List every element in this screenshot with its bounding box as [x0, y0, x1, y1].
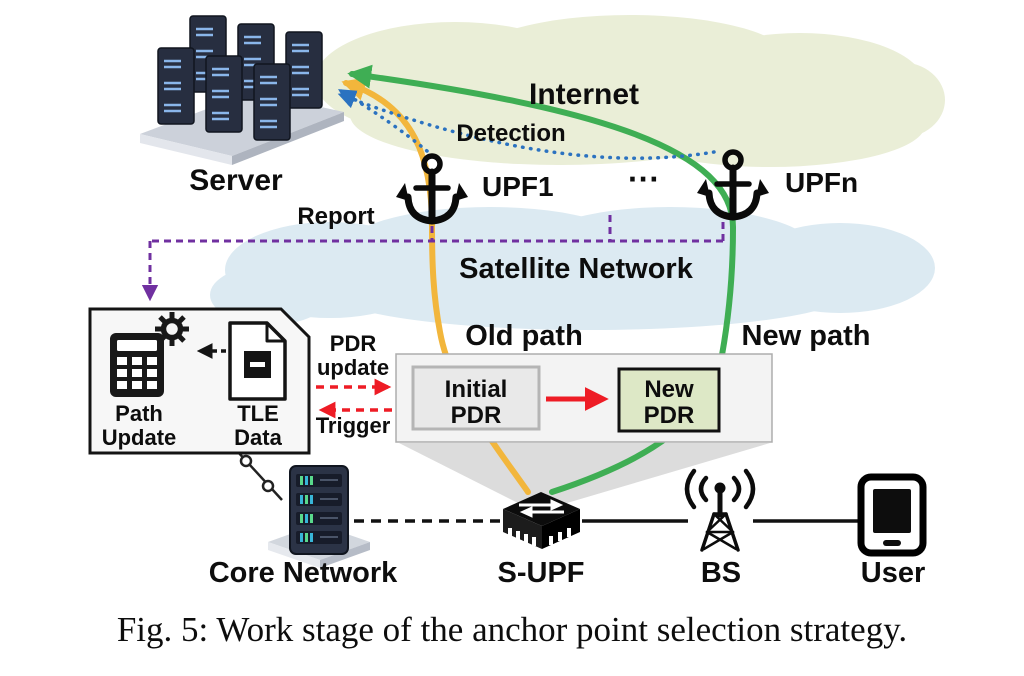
- pdr-update-label-line1: PDR: [330, 331, 377, 356]
- tle-data-label-line2: Data: [234, 425, 282, 450]
- pdr-update-label-line2: update: [317, 355, 389, 380]
- upf-ellipsis-label: ···: [628, 161, 660, 197]
- tle-document-icon: [228, 321, 287, 401]
- new-pdr-line2: PDR: [644, 402, 695, 429]
- funnel-shape: [399, 443, 770, 503]
- initial-pdr-line1: Initial: [445, 376, 508, 403]
- report-lines: [141, 215, 725, 302]
- bs-icon: [684, 468, 756, 552]
- satellite-network-label: Satellite Network: [459, 253, 694, 285]
- server-label: Server: [189, 164, 283, 197]
- trigger-label: Trigger: [316, 413, 391, 438]
- core-network-label: Core Network: [209, 557, 398, 589]
- satellite-cloud: [210, 207, 935, 330]
- new-pdr-line1: New: [644, 376, 694, 403]
- user-phone-icon: [857, 473, 927, 557]
- path-update-label-line1: Path: [115, 401, 163, 426]
- report-label: Report: [297, 203, 374, 230]
- internet-label: Internet: [529, 78, 639, 111]
- initial-pdr-box: [411, 365, 541, 431]
- core-network-icon: [268, 465, 370, 568]
- path-update-label-line2: Update: [102, 425, 177, 450]
- server-icon: [140, 15, 344, 165]
- gear-icon: [155, 312, 189, 346]
- new-pdr-box: [617, 367, 721, 433]
- new-path-label: New path: [742, 320, 871, 352]
- s-upf-icon: [503, 492, 580, 549]
- user-label: User: [861, 557, 926, 589]
- tle-data-label-line1: TLE: [237, 401, 279, 426]
- upf1-label: UPF1: [482, 171, 554, 202]
- initial-pdr-line2: PDR: [451, 402, 502, 429]
- detection-label: Detection: [456, 120, 565, 147]
- calculator-icon: [110, 333, 164, 397]
- detection-line-upfn: [337, 91, 716, 160]
- upfn-label: UPFn: [785, 167, 858, 198]
- bs-label: BS: [701, 557, 741, 589]
- old-path-label: Old path: [465, 320, 583, 352]
- detection-line-upf1: [338, 89, 429, 153]
- module-core-connector: [237, 451, 283, 501]
- path-update-module: Path Update TLE Data: [88, 307, 311, 455]
- figure-caption: Fig. 5: Work stage of the anchor point s…: [117, 610, 907, 649]
- s-upf-label: S-UPF: [498, 557, 585, 589]
